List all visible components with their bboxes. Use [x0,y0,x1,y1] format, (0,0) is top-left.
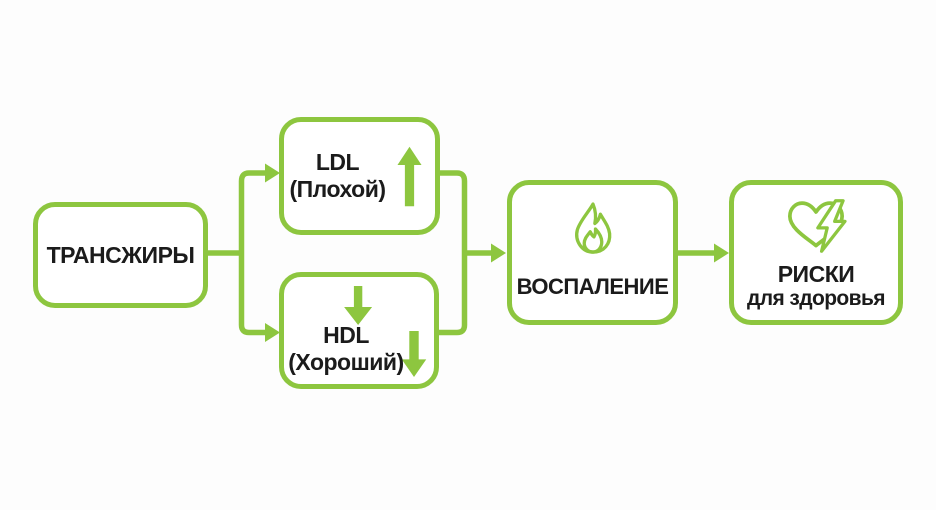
arrowhead-to-risks [714,243,729,263]
arrowhead-to-inflammation [491,243,506,263]
node-ldl-label: LDL (Плохой) [289,148,386,203]
arrow-down-icon [401,331,427,377]
node-transfats: ТРАНСЖИРЫ [33,202,208,308]
node-ldl-line2: (Плохой) [289,176,386,202]
node-inflammation: ВОСПАЛЕНИЕ [507,180,678,325]
arrowhead-to-ldl [265,163,280,183]
node-risks-line2: для здоровья [747,287,885,311]
node-hdl-label: HDL (Хороший) [284,322,408,376]
node-hdl: HDL (Хороший) [279,272,439,389]
arrowhead-to-hdl [265,323,280,342]
node-ldl: LDL (Плохой) [279,117,440,235]
node-hdl-line2: (Хороший) [288,348,404,375]
node-risks: РИСКИ для здоровья [729,180,903,325]
node-risks-line1: РИСКИ [777,261,855,287]
connector-merge-right [438,170,468,336]
node-hdl-line1: HDL [323,321,369,348]
heart-lightning-icon [781,198,851,259]
node-ldl-line1: LDL [315,148,360,175]
arrow-up-icon [396,146,422,206]
connector-branch-left [238,170,267,336]
node-inflammation-label: ВОСПАЛЕНИЕ [516,274,669,299]
flame-icon [569,200,617,264]
arrow-down-icon [344,286,373,325]
node-transfats-label: ТРАНСЖИРЫ [46,241,195,268]
